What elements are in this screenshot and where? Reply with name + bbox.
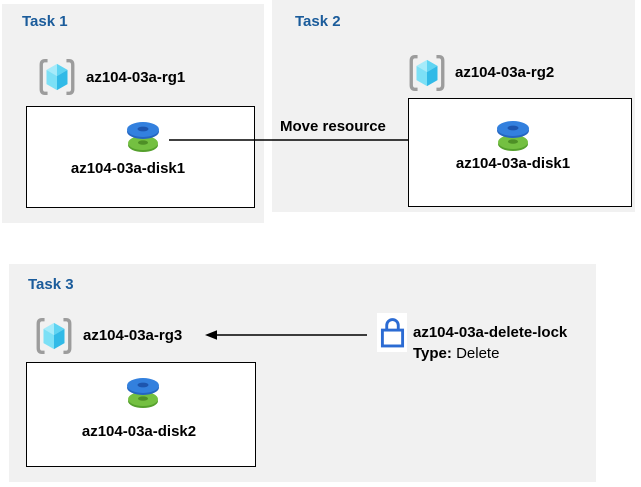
task2-disk-name: az104-03a-disk1 <box>455 155 571 172</box>
managed-disk-icon <box>497 121 529 151</box>
task3-resource-group-name: az104-03a-rg3 <box>83 327 183 344</box>
resource-group-icon <box>409 55 445 91</box>
managed-disk-icon <box>127 378 159 408</box>
task1-disk-name: az104-03a-disk1 <box>70 160 186 177</box>
resource-group-icon <box>36 318 72 354</box>
delete-lock-type-value: Delete <box>456 345 500 362</box>
lock-icon <box>380 318 404 348</box>
lock-plate <box>377 313 407 352</box>
task2-resource-group-name: az104-03a-rg2 <box>455 64 555 81</box>
task2-title: Task 2 <box>295 13 341 30</box>
task3-disk-name: az104-03a-disk2 <box>81 423 197 440</box>
arrow-left-icon <box>205 330 367 340</box>
move-resource-label: Move resource <box>280 118 386 135</box>
delete-lock-type: Type: Delete <box>413 345 499 362</box>
task1-resource-group-name: az104-03a-rg1 <box>86 69 186 86</box>
resource-group-icon <box>39 59 75 95</box>
task3-title: Task 3 <box>28 276 74 293</box>
delete-lock-name: az104-03a-delete-lock <box>413 324 568 341</box>
managed-disk-icon <box>127 122 159 152</box>
delete-lock-type-label: Type: <box>413 345 452 362</box>
task1-title: Task 1 <box>22 13 68 30</box>
task2-disk-box <box>408 98 632 207</box>
